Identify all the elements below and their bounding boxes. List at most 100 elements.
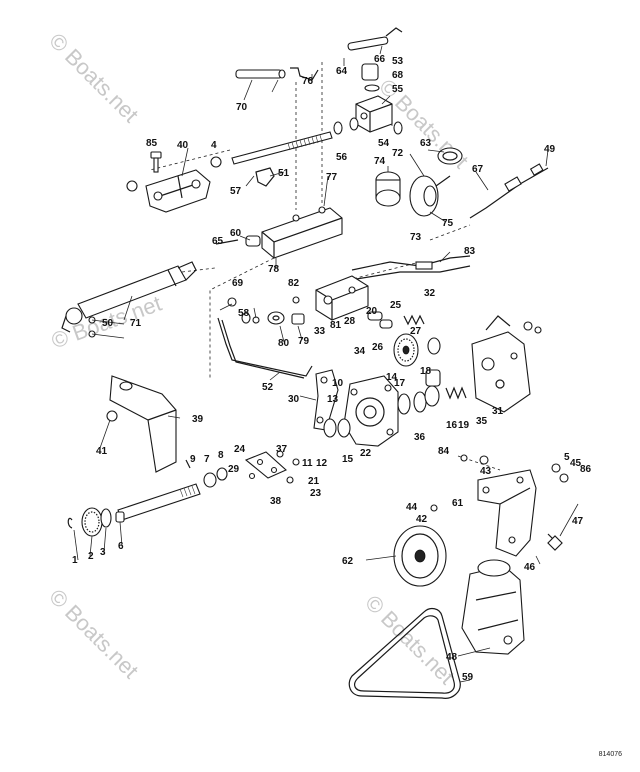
callout-label: 24 xyxy=(234,444,246,455)
hydraulic-line xyxy=(349,265,471,281)
callout-label: 72 xyxy=(392,148,404,159)
washer xyxy=(427,337,441,355)
callout-label: 55 xyxy=(392,84,404,95)
callout-label: 56 xyxy=(336,152,348,163)
callout-label: 4 xyxy=(211,140,217,151)
spring xyxy=(403,314,425,326)
seal-ring xyxy=(337,418,351,438)
callout-label: 80 xyxy=(278,338,290,349)
callout-label: 66 xyxy=(374,54,386,65)
block xyxy=(355,95,393,133)
control-valve xyxy=(315,275,369,321)
callout-label: 17 xyxy=(394,378,406,389)
figure-code: 814076 xyxy=(598,751,622,758)
callout-label: 81 xyxy=(330,320,342,331)
callout-label: 61 xyxy=(452,498,464,509)
callout-label: 47 xyxy=(572,516,584,527)
callout-label: 39 xyxy=(192,414,204,425)
callout-label: 13 xyxy=(327,394,339,405)
nut xyxy=(292,458,300,466)
callout-label: 69 xyxy=(232,278,244,289)
spacer xyxy=(100,508,112,528)
callout-label: 52 xyxy=(262,382,274,393)
ring-gear xyxy=(393,333,419,367)
cylinder xyxy=(375,171,401,207)
callout-label: 29 xyxy=(228,464,240,475)
callout-label: 67 xyxy=(472,164,484,175)
pump-bracket xyxy=(477,469,537,557)
callout-label: 44 xyxy=(406,502,418,513)
callout-label: 59 xyxy=(462,672,474,683)
washer xyxy=(364,84,380,92)
callout-label: 10 xyxy=(332,378,344,389)
nut xyxy=(126,180,138,192)
callout-label: 18 xyxy=(420,366,432,377)
nut xyxy=(523,321,533,331)
callout-label: 45 xyxy=(570,458,582,469)
callout-label: 77 xyxy=(326,172,338,183)
callout-label: 21 xyxy=(308,476,320,487)
callout-label: 33 xyxy=(314,326,326,337)
seal-ring xyxy=(397,393,411,415)
callout-label: 2 xyxy=(88,551,94,562)
callout-label: 64 xyxy=(336,66,348,77)
seal xyxy=(203,472,217,488)
callout-label: 79 xyxy=(298,336,310,347)
bracket xyxy=(290,67,319,81)
callout-label: 83 xyxy=(464,246,476,257)
callout-label: 58 xyxy=(238,308,250,319)
pin xyxy=(185,459,191,469)
callout-label: 84 xyxy=(438,446,450,457)
nut xyxy=(286,476,294,484)
washer xyxy=(241,312,251,324)
callout-label: 35 xyxy=(476,416,488,427)
clip xyxy=(255,167,275,187)
bolt xyxy=(106,410,118,422)
callout-label: 43 xyxy=(480,466,492,477)
valve-body xyxy=(261,206,343,259)
seal-ring xyxy=(424,385,440,407)
pulley xyxy=(393,525,447,587)
callout-label: 65 xyxy=(212,236,224,247)
callout-label: 73 xyxy=(410,232,422,243)
callout-label: 41 xyxy=(96,446,108,457)
bolt xyxy=(150,151,162,173)
callout-label: 6 xyxy=(118,541,124,552)
fitting-line xyxy=(469,163,549,219)
callout-label: 74 xyxy=(374,156,386,167)
callout-label: 31 xyxy=(492,406,504,417)
bolt xyxy=(534,326,542,334)
power-cylinder xyxy=(61,261,197,333)
callout-label: 78 xyxy=(268,264,280,275)
screw xyxy=(248,472,256,480)
nut xyxy=(479,455,489,465)
mounting-bracket xyxy=(109,375,177,473)
linkage-rod xyxy=(221,319,305,379)
pin xyxy=(215,239,239,245)
mounting-bracket xyxy=(145,169,211,213)
callout-label: 60 xyxy=(230,228,242,239)
spring xyxy=(445,386,467,400)
callout-label: 5 xyxy=(564,452,570,463)
callout-label: 86 xyxy=(580,464,592,475)
callout-label: 7 xyxy=(204,454,210,465)
callout-label: 63 xyxy=(420,138,432,149)
bushing xyxy=(267,311,285,325)
gear-housing xyxy=(343,375,399,447)
callout-label: 82 xyxy=(288,278,300,289)
callout-label: 51 xyxy=(278,168,290,179)
callout-label: 22 xyxy=(360,448,372,459)
bearing xyxy=(216,467,228,481)
callout-label: 49 xyxy=(544,144,556,155)
power-steering-pump xyxy=(461,559,525,655)
callout-label: 36 xyxy=(414,432,426,443)
end-cover xyxy=(471,315,531,413)
washer xyxy=(559,473,569,483)
callout-label: 3 xyxy=(100,547,106,558)
callout-label: 34 xyxy=(354,346,366,357)
rod xyxy=(235,69,286,79)
clamp-plate xyxy=(244,451,287,479)
callout-label: 48 xyxy=(446,652,458,663)
